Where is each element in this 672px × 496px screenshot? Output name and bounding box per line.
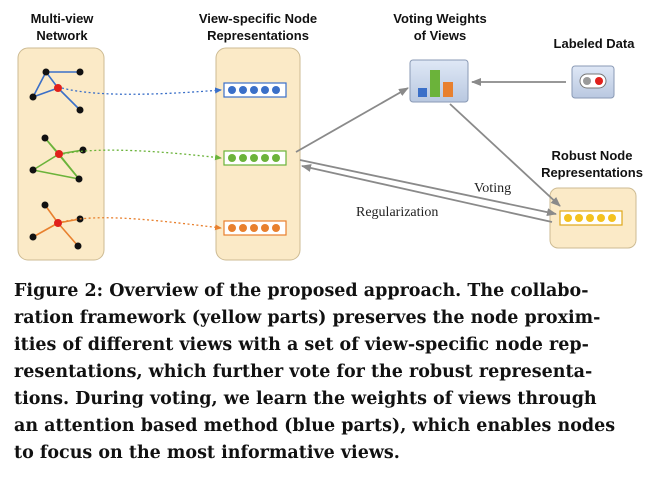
header-viewspecific-line1: View-specific Node (199, 11, 317, 26)
header-multiview-line2: Network (36, 28, 88, 43)
arrow-voting (299, 159, 557, 217)
header-robust-line2: Representations (541, 165, 643, 180)
vector-green (223, 150, 287, 166)
caption-line: Figure 2: Overview of the proposed appro… (14, 281, 589, 301)
connector-view-2 (62, 149, 222, 161)
network-view-2 (29, 134, 87, 183)
caption-line: resentations, which further vote for the… (14, 362, 593, 382)
arrow-regularization (301, 164, 553, 223)
vector-orange (223, 220, 287, 236)
approach-diagram: Multi-view Network View-specific Node Re… (17, 11, 643, 261)
figure-caption: Figure 2: Overview of the proposed appro… (14, 278, 660, 467)
connector-view-3 (61, 217, 222, 231)
header-viewspecific-line2: Representations (207, 28, 309, 43)
network-view-3 (29, 201, 84, 250)
caption-line: ities of different views with a set of v… (14, 335, 589, 355)
caption-line: to focus on the most informative views. (14, 443, 400, 463)
bar-chart-icon (409, 59, 469, 103)
header-multiview-line1: Multi-view (31, 11, 95, 26)
vector-yellow (559, 210, 623, 226)
network-view-1 (29, 68, 84, 114)
label-voting: Voting (474, 181, 511, 196)
caption-line: ration framework (yellow parts) preserve… (14, 308, 601, 328)
header-voting-weights-line2: of Views (414, 28, 467, 43)
caption-line: tions. During voting, we learn the weigh… (14, 389, 597, 409)
labeled-data-icon (571, 65, 615, 99)
caption-line: an attention based method (blue parts), … (14, 416, 616, 436)
header-voting-weights-line1: Voting Weights (393, 11, 486, 26)
header-robust-line1: Robust Node (552, 148, 633, 163)
connector-view-1 (61, 87, 222, 95)
arrow-vectors-to-weights (295, 87, 409, 153)
label-regularization: Regularization (356, 205, 438, 220)
vector-blue (223, 82, 287, 98)
arrow-weights-to-robust (449, 103, 561, 207)
header-labeled-data: Labeled Data (554, 36, 636, 51)
